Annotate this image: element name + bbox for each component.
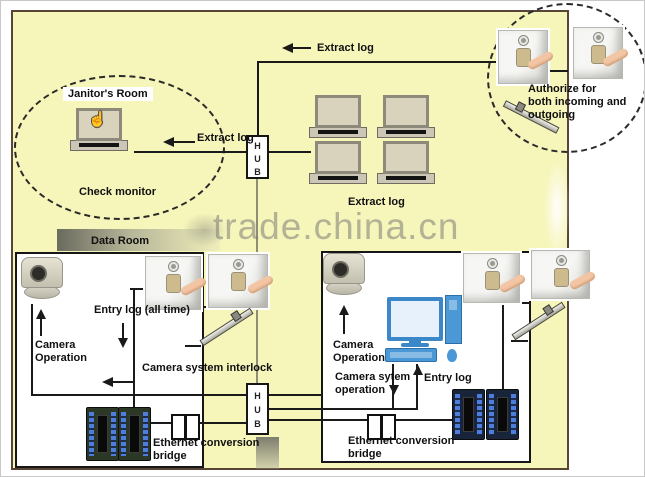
connector-line <box>268 394 322 396</box>
connector-line <box>185 345 201 347</box>
watermark-text: trade.china.cn <box>213 206 460 247</box>
connector-line <box>511 340 528 342</box>
extract-log-top-label: Extract log <box>317 42 374 54</box>
authorize-note: Authorize for both incoming and outgoing <box>528 83 627 121</box>
connector-line <box>198 306 208 308</box>
desktop-computer-icon <box>385 295 463 363</box>
hand-cursor-icon: ☝ <box>88 111 107 128</box>
security-camera-icon <box>322 253 366 295</box>
connector-line <box>150 422 172 424</box>
janitor-zone-ellipse <box>14 75 225 220</box>
connector-line <box>257 61 259 137</box>
camera-operation-left-label: Camera Operation <box>35 339 87 364</box>
arrow-shaft <box>40 317 42 336</box>
card-reader-icon <box>143 254 208 312</box>
arrow-shaft <box>122 323 124 340</box>
card-reader-icon <box>461 251 527 305</box>
check-monitor-label: Check monitor <box>79 186 157 198</box>
connector-line <box>268 151 311 153</box>
connector-line <box>392 419 454 421</box>
card-reader-icon <box>496 28 555 86</box>
ethernet-bridge-right-label: Ethernet conversion bridge <box>348 435 455 460</box>
ethernet-bridge-left-label: Ethernet conversion bridge <box>153 437 260 462</box>
circuit-board-icon <box>118 407 151 461</box>
connector-line <box>515 302 531 304</box>
data-room-label: Data Room <box>91 235 150 247</box>
arrow-up-icon <box>339 305 349 315</box>
arrow-shaft <box>292 47 311 49</box>
connector-line <box>130 288 146 290</box>
arrow-left-icon <box>163 137 174 147</box>
connector-line <box>133 288 135 410</box>
arrow-up-icon <box>413 365 423 375</box>
extract-log-janitor-label: Extract log <box>197 132 254 144</box>
arrow-down-icon <box>118 338 128 348</box>
connector-line <box>268 419 368 421</box>
entry-log-right-label: Entry log <box>424 372 472 384</box>
circuit-board-icon <box>452 389 485 440</box>
circuit-board-icon <box>86 407 119 461</box>
security-camera-icon <box>20 257 64 299</box>
entry-log-all-time-label: Entry log (all time) <box>94 304 190 316</box>
entrance-zone-circle <box>487 3 644 153</box>
arrow-shaft <box>343 313 345 334</box>
card-reader-icon <box>571 25 630 81</box>
laptop-icon: ☝ <box>70 108 128 151</box>
arrow-left-icon <box>282 43 293 53</box>
laptop-icon <box>309 141 367 184</box>
camera-system-operation-label: Camera sytem operation <box>335 371 411 396</box>
extract-log-clients-label: Extract log <box>348 196 405 208</box>
arrow-shaft <box>173 141 195 143</box>
hub-bottom: H U B <box>246 383 269 435</box>
laptop-icon <box>377 95 435 138</box>
connector-line <box>197 422 247 424</box>
connector-line <box>31 394 248 396</box>
arrow-down-icon <box>389 385 399 395</box>
camera-system-interlock-label: Camera system interlock <box>142 362 273 374</box>
connector-line <box>134 151 247 153</box>
card-reader-icon <box>529 248 597 301</box>
connector-line <box>502 297 504 392</box>
laptop-icon <box>377 141 435 184</box>
janitors-room-label: Janitor's Room <box>63 87 153 101</box>
connector-line <box>268 408 418 410</box>
connector-line <box>31 304 33 396</box>
hub-top: H U B <box>246 135 269 179</box>
circuit-board-icon <box>486 389 519 440</box>
connector-line <box>258 61 501 63</box>
arrow-shaft <box>112 381 133 383</box>
card-reader-icon <box>206 252 275 310</box>
camera-operation-right-label: Camera Operation <box>333 339 385 364</box>
bridge-connector-icon <box>185 414 200 440</box>
connector-line <box>416 364 418 410</box>
connector-line <box>546 70 568 72</box>
arrow-up-icon <box>36 309 46 319</box>
bridge-connector-icon <box>381 414 396 440</box>
laptop-icon <box>309 95 367 138</box>
arrow-left-icon <box>102 377 113 387</box>
